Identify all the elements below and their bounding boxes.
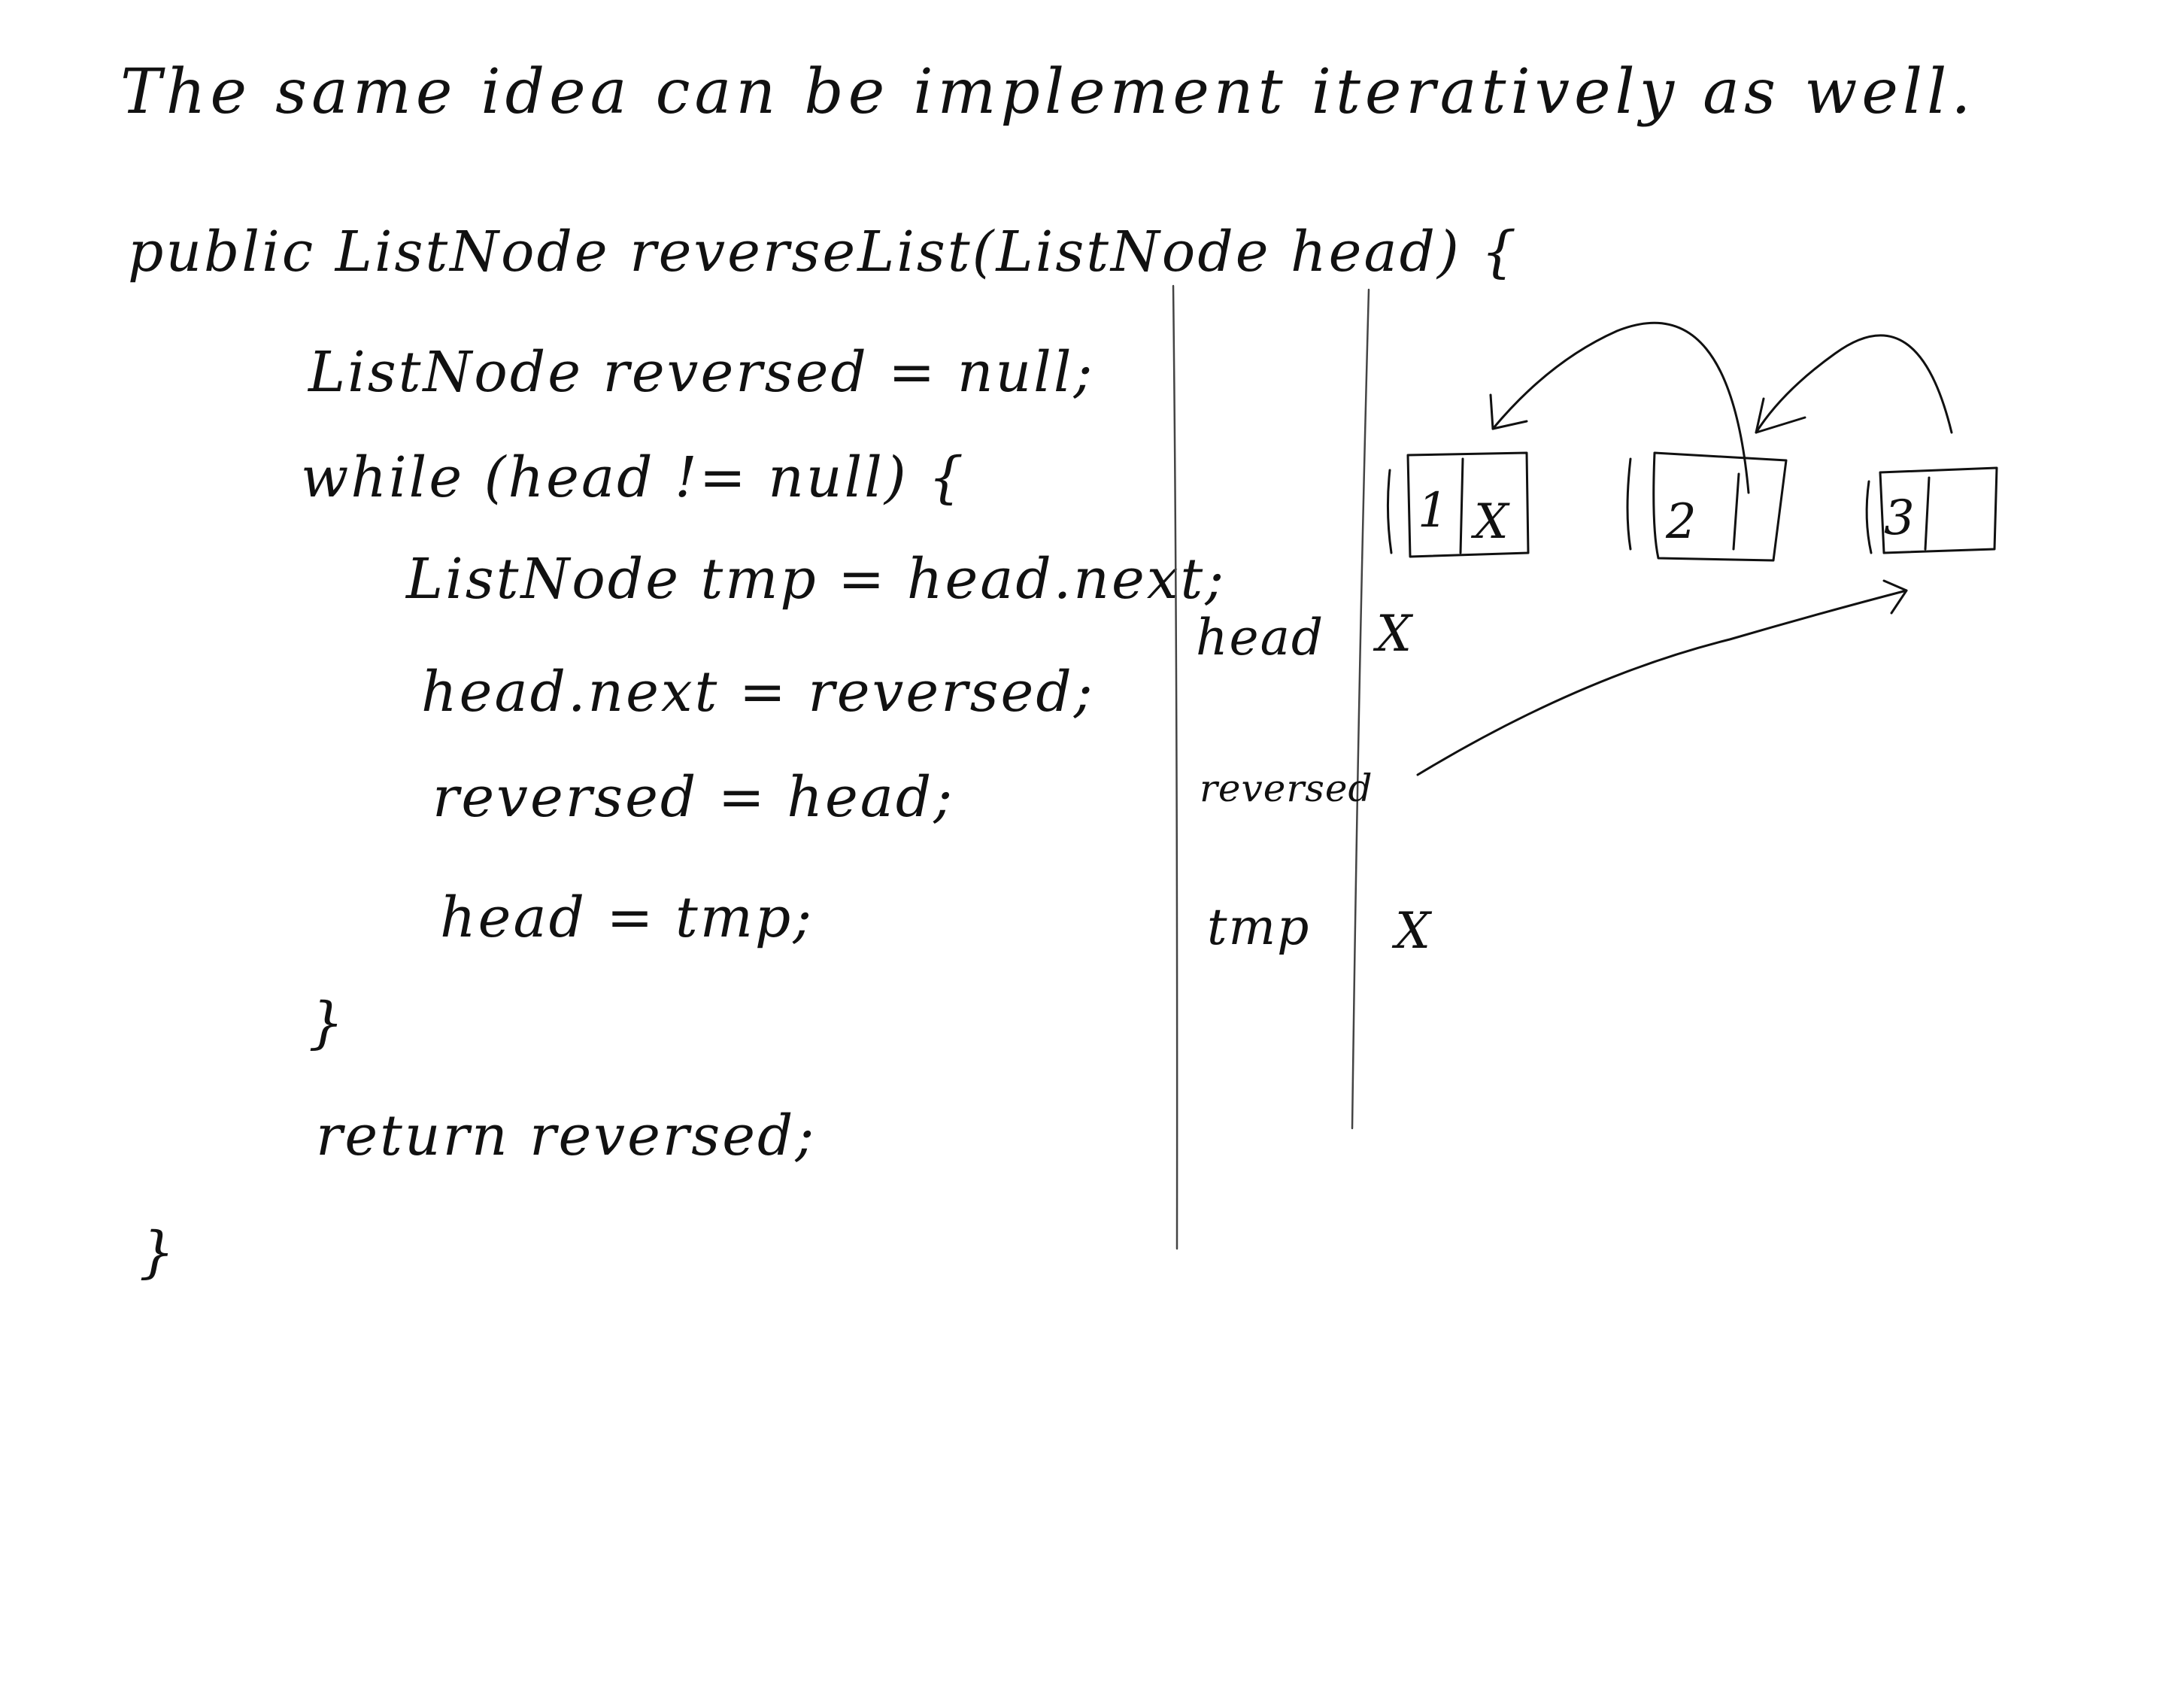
list-node: 3 [1865,466,1998,554]
arrow-node2-to-node1 [1491,321,1750,494]
code-line-assign: reversed = head; [432,765,954,830]
arrowhead-node1 [1489,393,1528,430]
list-node: 1 X [1386,451,1530,558]
trace-table: head X reversed tmp X [1172,284,1433,1250]
trace-label-reversed: reversed [1200,767,1373,810]
linked-list-sketch: 1 X 2 3 [1386,321,1998,776]
code-close-method: } [139,1220,177,1285]
node-value: 3 [1884,490,1915,546]
code-line-return: return reversed; [316,1104,816,1168]
trace-value-head: X [1373,605,1414,663]
trace-table-divider-right [1351,288,1370,1130]
code-signature: public ListNode reverseList(ListNode hea… [128,220,1518,284]
code-line-tmp: ListNode tmp = head.next; [405,547,1226,612]
arrowhead-reversed [1882,579,1908,615]
trace-label-head: head [1196,609,1324,666]
note-title: The same idea can be implement iterative… [120,56,1975,128]
node-value: 2 [1665,494,1697,550]
trace-label-tmp: tmp [1207,898,1310,956]
code-block: public ListNode reverseList(ListNode hea… [128,220,1518,1285]
arrowhead-node2 [1755,397,1806,434]
arrow-node3-to-node2 [1755,334,1953,434]
node-next: X [1470,494,1510,550]
arrow-reversed-pointer [1416,589,1908,776]
list-node: 2 [1626,451,1788,562]
code-line-advance: head = tmp; [440,885,814,950]
trace-value-tmp: X [1391,902,1433,960]
code-line-init: ListNode reversed = null; [307,340,1094,405]
code-line-link: head.next = reversed; [421,660,1095,724]
code-close-while: } [308,991,346,1055]
node-value: 1 [1418,483,1448,539]
code-line-while: while (head != null) { [301,445,966,510]
trace-table-divider-left [1172,284,1178,1250]
